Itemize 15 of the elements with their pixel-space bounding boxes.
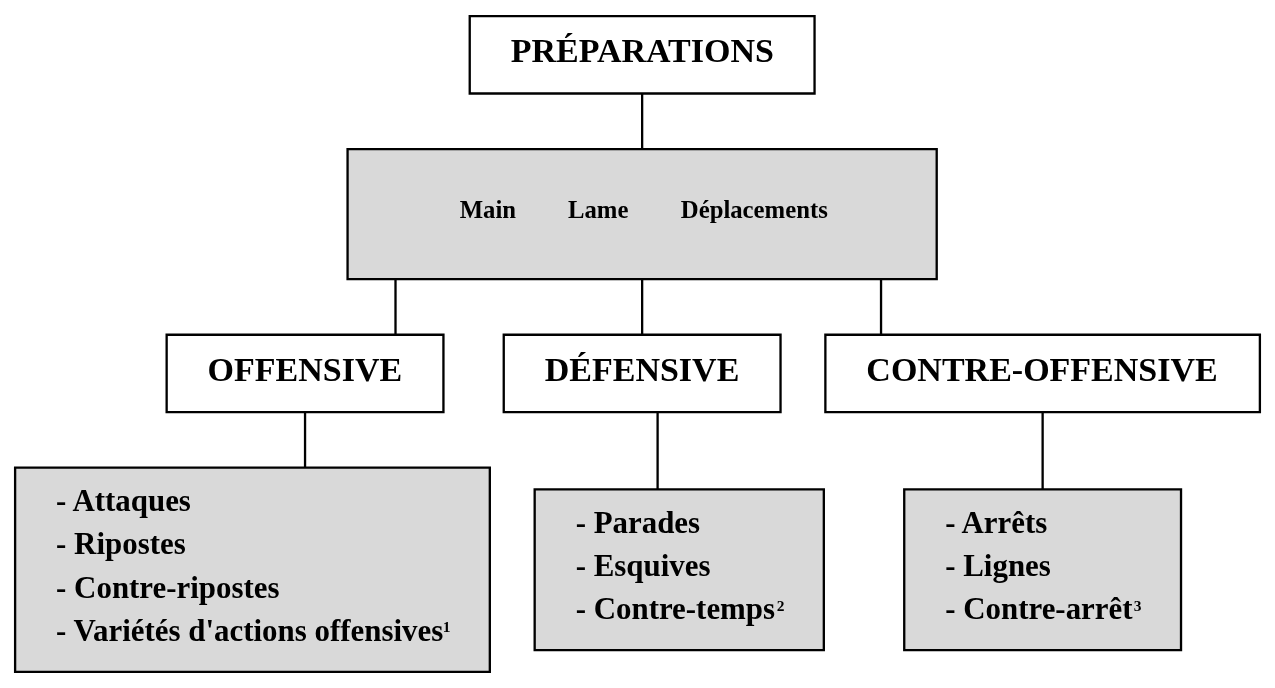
node-box: DÉFENSIVE [502,333,782,414]
connector [879,279,883,335]
connector [303,412,307,468]
node-box: Main Lame Déplacements [346,148,938,281]
node-box: - Arrêts - Lignes - Contre-arrêt$^{3}$ [903,488,1183,652]
node-box: PRÉPARATIONS [468,15,816,95]
node-box: CONTRE-OFFENSIVE [824,333,1262,414]
node-box: - Parades - Esquives - Contre-temps$^{2}$ [533,488,825,652]
connector [1041,412,1044,490]
node-box: - Attaques - Ripostes - Contre-ripostes - Variétés d'actions offensives$^{1}$ [13,466,491,673]
connector [656,412,659,490]
connector [641,279,644,335]
connector [394,279,397,335]
node-box: OFFENSIVE [165,333,445,414]
connector [641,93,644,149]
